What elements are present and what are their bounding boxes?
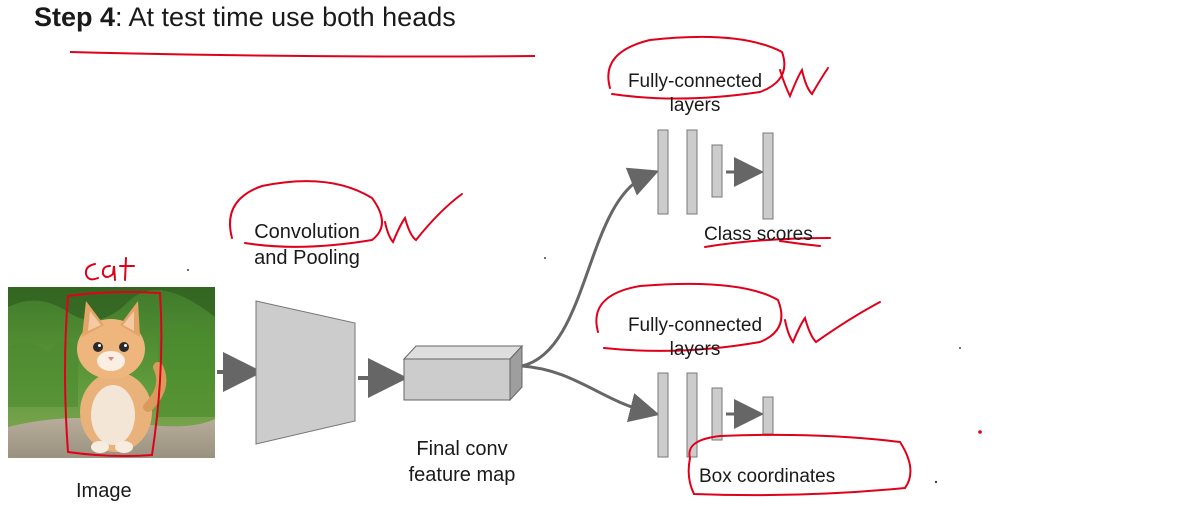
input-image <box>8 287 215 458</box>
slide-title: Step 4: At test time use both heads <box>34 2 456 33</box>
feature-map-box <box>402 344 524 402</box>
cat-bounding-box-ink <box>64 291 163 457</box>
fc-bottom-w-ink <box>784 301 881 345</box>
fc-bottom-circle-ink <box>595 282 783 352</box>
step-label: Step 4 <box>34 2 116 32</box>
conv-label-line2: and Pooling <box>254 247 360 269</box>
box-head-layers <box>657 372 774 458</box>
image-label: Image <box>76 480 132 502</box>
class-head-layers <box>657 129 774 220</box>
feature-map-label-line2: feature map <box>408 464 516 486</box>
ink-dot <box>959 347 961 349</box>
conv-label-line1: Convolution <box>254 221 360 243</box>
arrow-to-class-head <box>521 167 660 368</box>
box-head-fc-line2: layers <box>669 339 721 360</box>
feature-map-label-line1: Final conv <box>416 438 508 460</box>
conv-w-ink <box>384 193 463 244</box>
class-head-fc-line2: layers <box>669 95 721 116</box>
ink-dot <box>544 257 546 259</box>
class-head-fc-label: Fully-connected layers <box>615 70 775 118</box>
class-scores-underline-ink <box>704 237 831 248</box>
title-underline <box>69 51 536 58</box>
cat-photo-illustration <box>8 287 215 458</box>
box-head-fc-label: Fully-connected layers <box>615 314 775 362</box>
conv-circle-ink <box>229 180 383 248</box>
ink-annotations <box>64 35 912 497</box>
class-scores-label: Class scores <box>704 224 813 245</box>
cat-handwritten-ink <box>84 257 135 281</box>
box-coords-circle-ink <box>687 433 912 497</box>
feature-map-label: Final conv feature map <box>392 436 532 488</box>
step-description: : At test time use both heads <box>115 2 456 32</box>
arrow-to-box-head <box>521 364 660 423</box>
box-coordinates-label: Box coordinates <box>699 466 836 487</box>
class-head-fc-line1: Fully-connected <box>627 71 763 92</box>
ink-dot <box>187 269 189 271</box>
ink-dot <box>978 430 982 434</box>
box-head-fc-line1: Fully-connected <box>627 315 763 336</box>
fc-top-circle-ink <box>607 35 786 100</box>
conv-pooling-block <box>255 300 356 445</box>
fc-top-w-ink <box>779 67 829 99</box>
ink-dot <box>934 480 938 484</box>
conv-label: Convolution and Pooling <box>232 219 382 271</box>
